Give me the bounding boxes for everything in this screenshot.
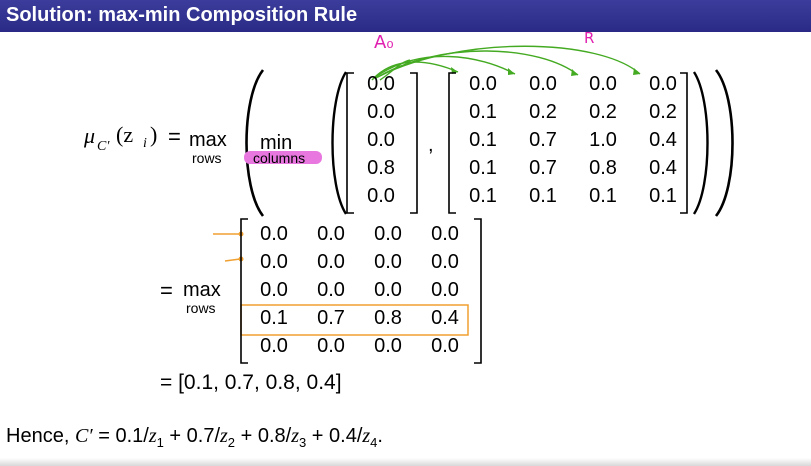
vector-a-cell-2: 0.0 xyxy=(367,129,395,151)
bottom-shadow xyxy=(0,458,811,466)
matrix-result-cell-3-3: 0.4 xyxy=(431,307,459,329)
matrix-result-cell-4-0: 0.0 xyxy=(260,335,288,357)
vector-a-cell-0: 0.0 xyxy=(367,73,395,95)
conclusion: Hence, C′ = 0.1/z1 + 0.7/z2 + 0.8/z3 + 0… xyxy=(6,425,383,450)
outer-paren-right xyxy=(714,69,734,217)
matrix-r-cell-3-2: 0.8 xyxy=(589,157,617,179)
lhs-sub-i: i xyxy=(143,136,147,151)
matrix-r-cell-1-2: 0.2 xyxy=(589,101,617,123)
matrix-r-cell-1-1: 0.2 xyxy=(529,101,557,123)
matrix-r-cell-0-0: 0.0 xyxy=(469,73,497,95)
matrix-result-bracket-right xyxy=(474,218,482,364)
inner-paren-right xyxy=(692,71,709,215)
matrix-r-cell-4-1: 0.1 xyxy=(529,185,557,207)
op-min: min xyxy=(260,132,293,154)
matrix-r-cell-3-3: 0.4 xyxy=(649,157,677,179)
matrix-result-bracket-left xyxy=(240,218,248,364)
op-max-2: max xyxy=(183,279,221,301)
matrix-result-cell-1-2: 0.0 xyxy=(374,251,402,273)
matrix-result-cell-3-2: 0.8 xyxy=(374,307,402,329)
matrix-result-cell-2-1: 0.0 xyxy=(317,279,345,301)
matrix-result-cell-4-3: 0.0 xyxy=(431,335,459,357)
op-rows-2: rows xyxy=(186,300,216,316)
matrix-result-cell-3-1: 0.7 xyxy=(317,307,345,329)
matrix-result-cell-1-3: 0.0 xyxy=(431,251,459,273)
matrix-r-cell-1-3: 0.2 xyxy=(649,101,677,123)
annotation-a0: A₀ xyxy=(374,32,394,53)
lhs-equals: = xyxy=(168,124,181,149)
slide-title: Solution: max-min Composition Rule xyxy=(6,4,358,26)
matrix-result-cell-2-2: 0.0 xyxy=(374,279,402,301)
matrix-result-cell-3-0: 0.1 xyxy=(260,307,288,329)
matrix-result-cell-0-1: 0.0 xyxy=(317,223,345,245)
outer-paren-left xyxy=(245,69,265,217)
annotation-r: R xyxy=(584,29,595,47)
matrix-r-cell-4-2: 0.1 xyxy=(589,185,617,207)
op-equals-2: = xyxy=(160,278,173,303)
matrix-r-cell-4-0: 0.1 xyxy=(469,185,497,207)
vector-a-bracket-left xyxy=(346,72,354,214)
vector-a-cell-3: 0.8 xyxy=(367,157,395,179)
columns-highlight xyxy=(244,151,322,164)
matrix-r-cell-3-1: 0.7 xyxy=(529,157,557,179)
matrix-r-cell-2-3: 0.4 xyxy=(649,129,677,151)
final-result: = [0.1, 0.7, 0.8, 0.4] xyxy=(160,371,342,394)
matrix-r-cell-1-0: 0.1 xyxy=(469,101,497,123)
matrix-r-cell-4-3: 0.1 xyxy=(649,185,677,207)
matrix-r-cell-0-1: 0.0 xyxy=(529,73,557,95)
matrix-result-cell-2-3: 0.0 xyxy=(431,279,459,301)
matrix-r-bracket-right xyxy=(680,72,688,214)
matrix-result-cell-1-0: 0.0 xyxy=(260,251,288,273)
matrix-r-cell-2-1: 0.7 xyxy=(529,129,557,151)
matrix-result-cell-4-1: 0.0 xyxy=(317,335,345,357)
matrix-r-cell-0-2: 0.0 xyxy=(589,73,617,95)
matrix-result-cell-0-2: 0.0 xyxy=(374,223,402,245)
op-columns: columns xyxy=(253,150,306,166)
matrix-r-cell-3-0: 0.1 xyxy=(469,157,497,179)
inner-paren-left xyxy=(331,71,348,215)
matrix-r-cell-0-3: 0.0 xyxy=(649,73,677,95)
lhs-args: (z xyxy=(116,122,134,147)
matrix-result-cell-4-2: 0.0 xyxy=(374,335,402,357)
matrix-r-bracket-left xyxy=(448,72,456,214)
op-rows-1: rows xyxy=(192,150,222,166)
op-max-1: max xyxy=(189,129,227,151)
vector-a-cell-4: 0.0 xyxy=(367,185,395,207)
lhs-sub-c: C′ xyxy=(97,139,110,154)
op-comma: , xyxy=(428,134,434,156)
matrix-result-cell-0-0: 0.0 xyxy=(260,223,288,245)
matrix-r-cell-2-0: 0.1 xyxy=(469,129,497,151)
matrix-result-cell-1-1: 0.0 xyxy=(317,251,345,273)
matrix-result-cell-0-3: 0.0 xyxy=(431,223,459,245)
matrix-result-cell-2-0: 0.0 xyxy=(260,279,288,301)
vector-a-cell-1: 0.0 xyxy=(367,101,395,123)
title-bar: Solution: max-min Composition Rule xyxy=(0,0,811,32)
lhs-close: ) xyxy=(150,122,158,147)
lhs-mu: μ xyxy=(84,123,96,148)
matrix-r-cell-2-2: 1.0 xyxy=(589,129,617,151)
vector-a-bracket-right xyxy=(410,72,418,214)
